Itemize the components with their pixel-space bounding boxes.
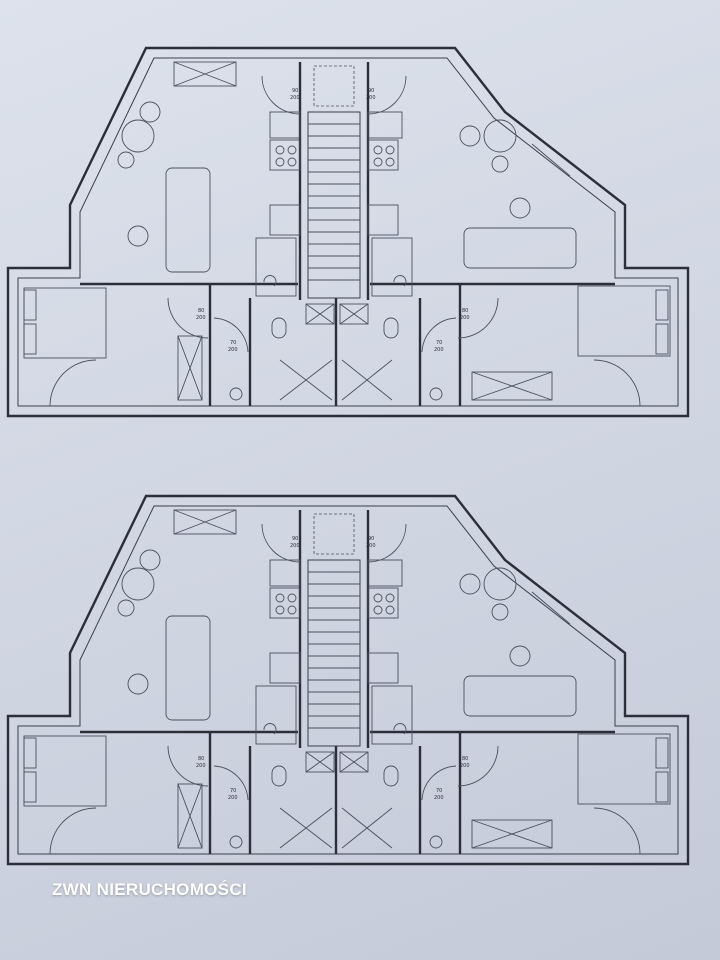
watermark-brand: ZWN NIERUCHOMOŚCI (52, 880, 247, 899)
floor-plan-lower (6, 494, 690, 866)
floor-plan-upper (6, 46, 690, 418)
